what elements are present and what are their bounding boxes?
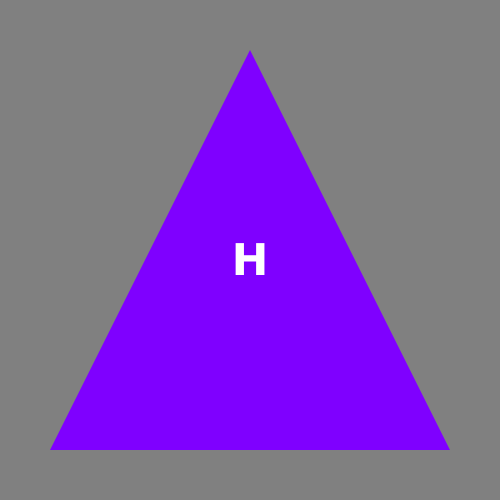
purple-triangle: [50, 50, 450, 450]
triangle-label: H: [232, 235, 269, 286]
